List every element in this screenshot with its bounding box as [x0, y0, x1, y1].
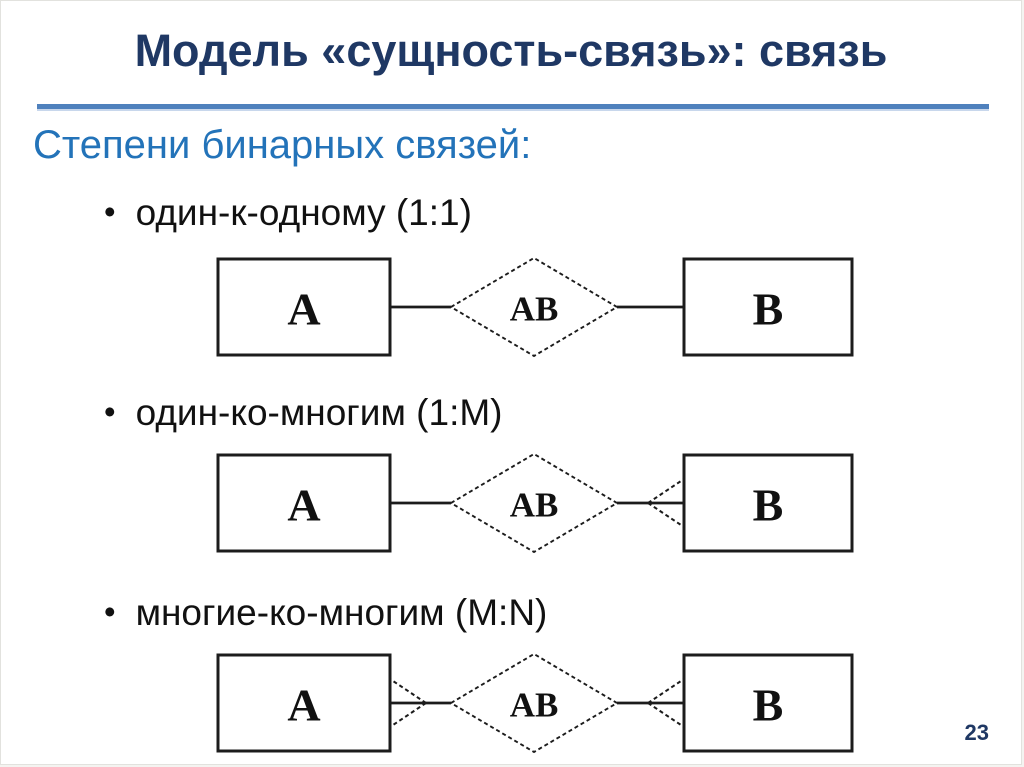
relationship-label: AB	[510, 486, 559, 525]
entity-box-a	[216, 653, 392, 753]
er-diagram-svg: A AB B	[216, 452, 854, 554]
bullet-item-one-to-one: • один-к-одному (1:1)	[104, 192, 472, 234]
bullet-icon: •	[104, 393, 116, 430]
page-number: 23	[964, 720, 989, 745]
entity-b-label: B	[753, 680, 784, 731]
er-diagram-many-to-many: A AB B	[208, 648, 863, 758]
crow-foot-right-icon	[647, 678, 685, 728]
bullet-item-one-to-many: • один-ко-многим (1:M)	[104, 392, 503, 434]
slide-subtitle: Степени бинарных связей:	[33, 123, 532, 167]
er-diagram-one-to-many: A AB B	[208, 448, 863, 558]
crow-foot-left-icon	[389, 678, 427, 728]
entity-b-label: B	[753, 480, 784, 531]
entity-box-b	[682, 453, 854, 553]
bullet-item-many-to-many: • многие-ко-многим (M:N)	[104, 592, 547, 634]
title-divider-line	[37, 104, 989, 111]
entity-box-b	[682, 257, 854, 357]
bullet-icon: •	[104, 193, 116, 230]
entity-b-label: B	[753, 284, 784, 335]
er-diagram-svg: A AB B	[216, 256, 854, 358]
entity-a-label: A	[287, 284, 320, 335]
crow-foot-right-icon	[647, 478, 685, 528]
er-diagram-svg: A AB B	[216, 652, 854, 754]
relationship-label: AB	[510, 290, 559, 329]
entity-box-b	[682, 653, 854, 753]
slide-title: Модель «сущность-связь»: связь	[134, 25, 888, 76]
entity-a-label: A	[287, 680, 320, 731]
bullet-icon: •	[104, 593, 116, 630]
entity-box-a	[216, 257, 392, 357]
bullet-text: один-к-одному (1:1)	[135, 192, 472, 233]
bullet-text: один-ко-многим (1:M)	[135, 392, 503, 433]
bullet-text: многие-ко-многим (M:N)	[135, 592, 548, 633]
er-diagram-one-to-one: A AB B	[208, 252, 863, 362]
relationship-label: AB	[510, 686, 559, 725]
entity-a-label: A	[287, 480, 320, 531]
